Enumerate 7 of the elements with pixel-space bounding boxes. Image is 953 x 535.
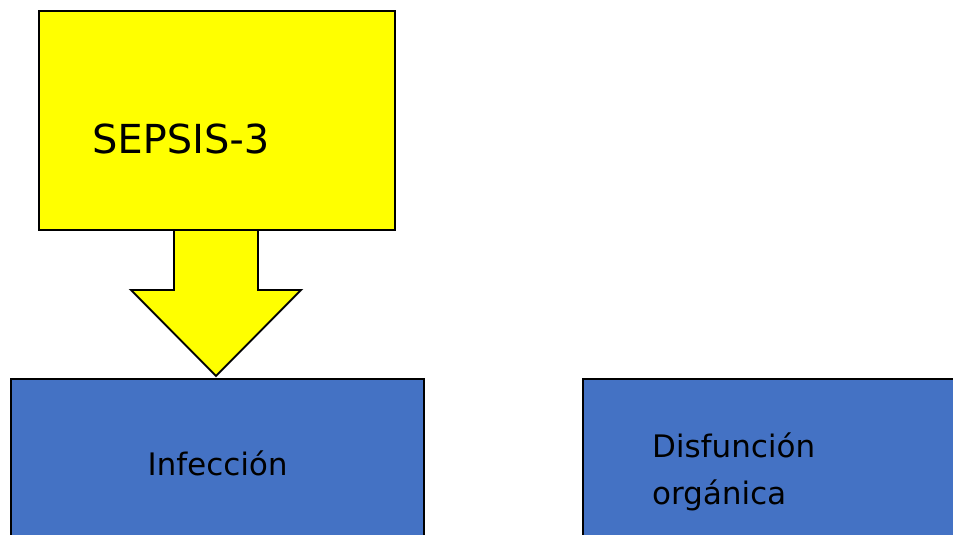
block-arrow	[128, 229, 304, 378]
node-label: Infección	[146, 446, 289, 485]
callout-box	[38, 10, 396, 231]
node-label: SEPSIS-3	[92, 116, 270, 165]
node-label: Disfunción orgánica	[652, 428, 816, 514]
process-box	[10, 378, 425, 535]
process-box	[582, 378, 953, 535]
